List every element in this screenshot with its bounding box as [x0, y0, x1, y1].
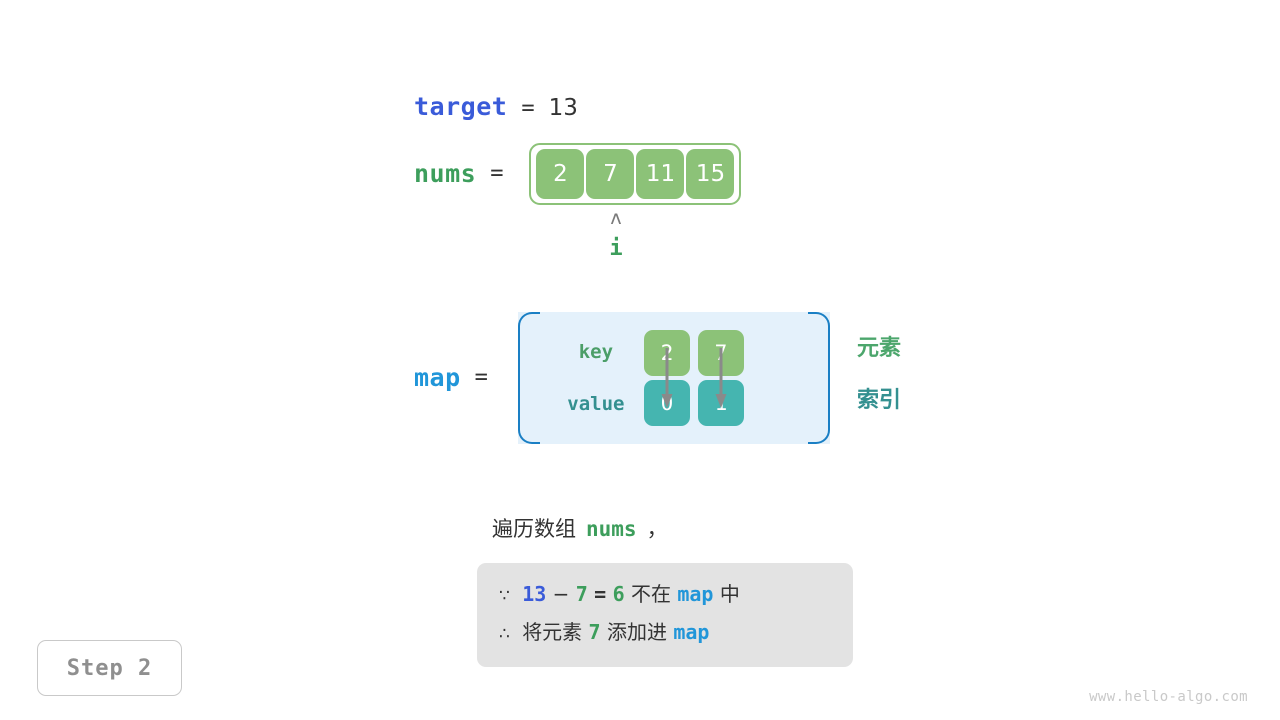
- step-badge: Step 2: [37, 640, 182, 696]
- nums-equals-sign: =: [490, 161, 504, 186]
- map-key-cell: 2: [643, 330, 690, 376]
- map-entry: 7 1: [697, 330, 744, 426]
- nums-cell: 15: [686, 149, 735, 199]
- target-variable-label: target: [414, 92, 508, 121]
- target-equals-sign: =: [521, 96, 535, 121]
- nums-variable-label: nums: [414, 159, 477, 188]
- nums-cell: 2: [536, 149, 585, 199]
- map-legend: 元素 索引: [857, 336, 901, 414]
- formula-line-1: ∵ 13 − 7 = 6 不在 map 中: [499, 576, 831, 614]
- map-row-labels: key value: [548, 341, 644, 415]
- formula-line1-text-a: 不在: [630, 582, 671, 606]
- nums-cell: 7: [586, 149, 635, 199]
- formula-target-value: 13: [522, 582, 547, 606]
- map-panel-right-brace: [807, 312, 830, 444]
- legend-index-label: 索引: [857, 388, 902, 413]
- step-badge-label: Step 2: [66, 655, 153, 681]
- caption-code-nums: nums: [586, 517, 637, 541]
- map-value-cell: 0: [643, 380, 690, 426]
- map-row: map = key value 2 0 7 1: [414, 312, 830, 444]
- formula-result-value: 6: [612, 582, 625, 606]
- formula-line2-map: map: [673, 620, 710, 644]
- index-pointer-label: i: [609, 236, 623, 261]
- caret-up-icon: ʌ: [610, 207, 622, 229]
- map-entry: 2 0: [643, 330, 690, 426]
- formula-line1-text-b: 中: [719, 582, 740, 606]
- map-panel: key value 2 0 7 1: [517, 312, 830, 444]
- caption-suffix: ，: [646, 517, 668, 541]
- formula-line2-value: 7: [588, 620, 601, 644]
- map-panel-left-brace: [517, 312, 540, 444]
- map-value-cell: 1: [697, 380, 744, 426]
- caption-prefix: 遍历数组: [492, 517, 576, 541]
- map-key-row-label: key: [578, 341, 614, 363]
- nums-cell: 11: [636, 149, 685, 199]
- formula-line1-map: map: [677, 582, 714, 606]
- caption-line: 遍历数组 nums ，: [492, 513, 668, 543]
- watermark: www.hello-algo.com: [1089, 689, 1248, 705]
- map-entries: 2 0 7 1: [643, 330, 744, 426]
- legend-element-label: 元素: [857, 336, 902, 361]
- target-row: target = 13: [414, 92, 578, 121]
- index-pointer-group: ʌ i: [601, 208, 631, 264]
- map-variable-label: map: [414, 363, 461, 392]
- map-value-row-label: value: [567, 393, 625, 415]
- formula-line2-text-a: 将元素: [522, 620, 583, 644]
- target-value: 13: [548, 95, 578, 121]
- therefore-symbol: ∴: [499, 624, 510, 644]
- nums-array: 2 7 11 15: [529, 143, 742, 205]
- formula-line2-text-b: 添加进: [606, 620, 667, 644]
- formula-minus-sign: −: [552, 582, 570, 606]
- formula-box: ∵ 13 − 7 = 6 不在 map 中 ∴ 将元素 7 添加进 map: [477, 563, 853, 667]
- nums-row: nums = 2 7 11 15: [414, 140, 742, 208]
- formula-line-2: ∴ 将元素 7 添加进 map: [499, 614, 831, 652]
- map-equals-sign: =: [474, 365, 488, 390]
- formula-equals-sign: =: [594, 582, 607, 606]
- formula-current-value: 7: [575, 582, 588, 606]
- because-symbol: ∵: [499, 586, 510, 606]
- map-key-cell: 7: [697, 330, 744, 376]
